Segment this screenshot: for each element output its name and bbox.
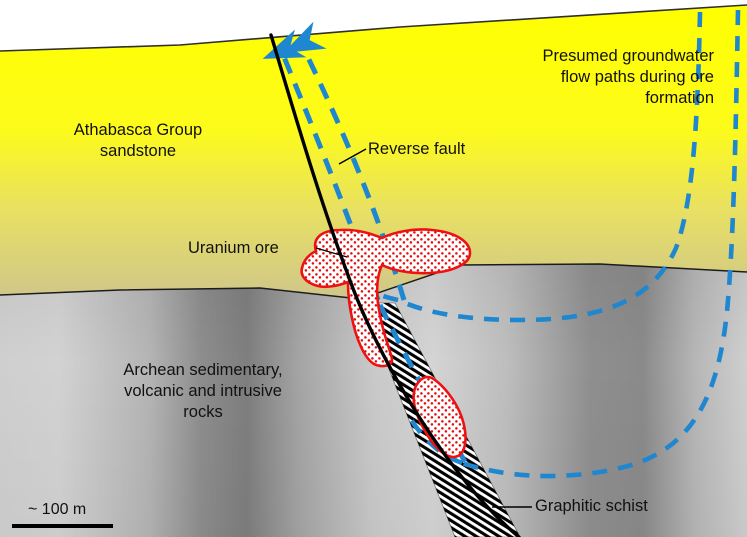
label-groundwater-flow-paths: Presumed groundwater flow paths during o… [542, 47, 714, 107]
scale-bar [12, 524, 113, 528]
flow-path-outer [461, 9, 741, 479]
label-archean-basement: Archean sedimentary, volcanic and intrus… [123, 361, 283, 421]
reverse-fault-line [269, 33, 521, 537]
flow-path-inner [397, 11, 703, 323]
label-uranium-ore: Uranium ore [188, 239, 279, 257]
label-graphitic-schist: Graphitic schist [535, 497, 648, 515]
label-athabasca-group-sandstone: Athabasca Group sandstone [73, 121, 203, 160]
flow-path-return-lower [408, 416, 463, 466]
label-reverse-fault: Reverse fault [368, 140, 466, 158]
leader-reverse-fault [338, 148, 367, 165]
leader-uranium-ore [315, 247, 348, 258]
scale-bar-label: ~ 100 m [28, 501, 87, 518]
unit-athabasca-sandstone [0, 5, 747, 299]
unit-archean-basement [0, 264, 747, 537]
